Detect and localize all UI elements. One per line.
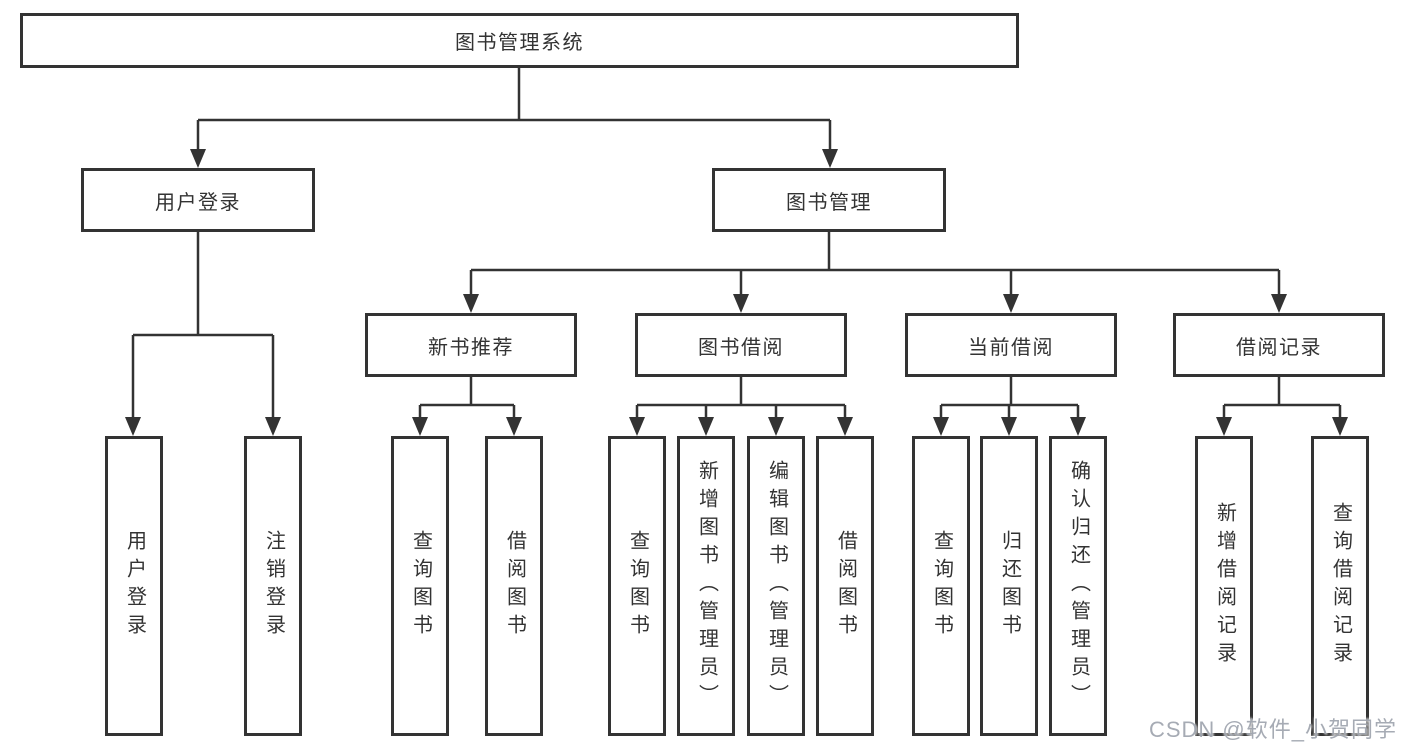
leaf-query-borrow-record-label: 查询借阅记录 [1329,502,1352,670]
node-book-borrow-label: 图书借阅 [698,336,784,359]
leaf-query-books-recommend: 查询图书 [391,436,449,736]
node-borrow-records: 借阅记录 [1173,313,1385,377]
leaf-edit-book-admin-label: 编辑图书（管理员） [765,460,788,712]
edge-borrow-records-to-leaves [1216,377,1348,436]
leaf-user-login: 用户登录 [105,436,163,736]
leaf-query-books-current-label: 查询图书 [930,530,953,642]
edge-current-borrow-to-leaves [933,377,1086,436]
leaf-user-login-label: 用户登录 [123,530,146,642]
leaf-query-books-borrow-label: 查询图书 [626,530,649,642]
leaf-confirm-return-admin: 确认归还（管理员） [1049,436,1107,736]
leaf-add-book-admin-label: 新增图书（管理员） [695,460,718,712]
leaf-borrow-books-recommend: 借阅图书 [485,436,543,736]
leaf-logout: 注销登录 [244,436,302,736]
leaf-return-books: 归还图书 [980,436,1038,736]
node-new-book-recommend-label: 新书推荐 [428,336,514,359]
leaf-borrow-books-label: 借阅图书 [834,530,857,642]
leaf-borrow-books: 借阅图书 [816,436,874,736]
node-root-label: 图书管理系统 [455,32,584,54]
leaf-confirm-return-admin-label: 确认归还（管理员） [1067,460,1090,712]
node-user-login-label: 用户登录 [155,191,241,214]
leaf-return-books-label: 归还图书 [998,530,1021,642]
leaf-query-borrow-record: 查询借阅记录 [1311,436,1369,736]
leaf-query-books-recommend-label: 查询图书 [409,530,432,642]
leaf-add-borrow-record: 新增借阅记录 [1195,436,1253,736]
watermark: CSDN @软件_小贺同学 [1148,717,1397,742]
edge-user-login-to-leaves [125,232,281,436]
edge-book-management-to-level3 [463,232,1287,313]
leaf-logout-label: 注销登录 [262,530,285,642]
node-root: 图书管理系统 [20,13,1019,68]
node-book-management: 图书管理 [712,168,946,232]
node-borrow-records-label: 借阅记录 [1236,336,1322,359]
edge-root-to-level2 [190,68,838,168]
node-book-borrow: 图书借阅 [635,313,847,377]
node-current-borrow-label: 当前借阅 [968,336,1054,359]
leaf-query-books-current: 查询图书 [912,436,970,736]
node-book-management-label: 图书管理 [786,191,872,214]
node-current-borrow: 当前借阅 [905,313,1117,377]
node-user-login: 用户登录 [81,168,315,232]
edge-book-borrow-to-leaves [629,377,853,436]
node-new-book-recommend: 新书推荐 [365,313,577,377]
edge-new-book-recommend-to-leaves [412,377,522,436]
leaf-borrow-books-recommend-label: 借阅图书 [503,530,526,642]
leaf-edit-book-admin: 编辑图书（管理员） [747,436,805,736]
leaf-query-books-borrow: 查询图书 [608,436,666,736]
leaf-add-book-admin: 新增图书（管理员） [677,436,735,736]
leaf-add-borrow-record-label: 新增借阅记录 [1213,502,1236,670]
